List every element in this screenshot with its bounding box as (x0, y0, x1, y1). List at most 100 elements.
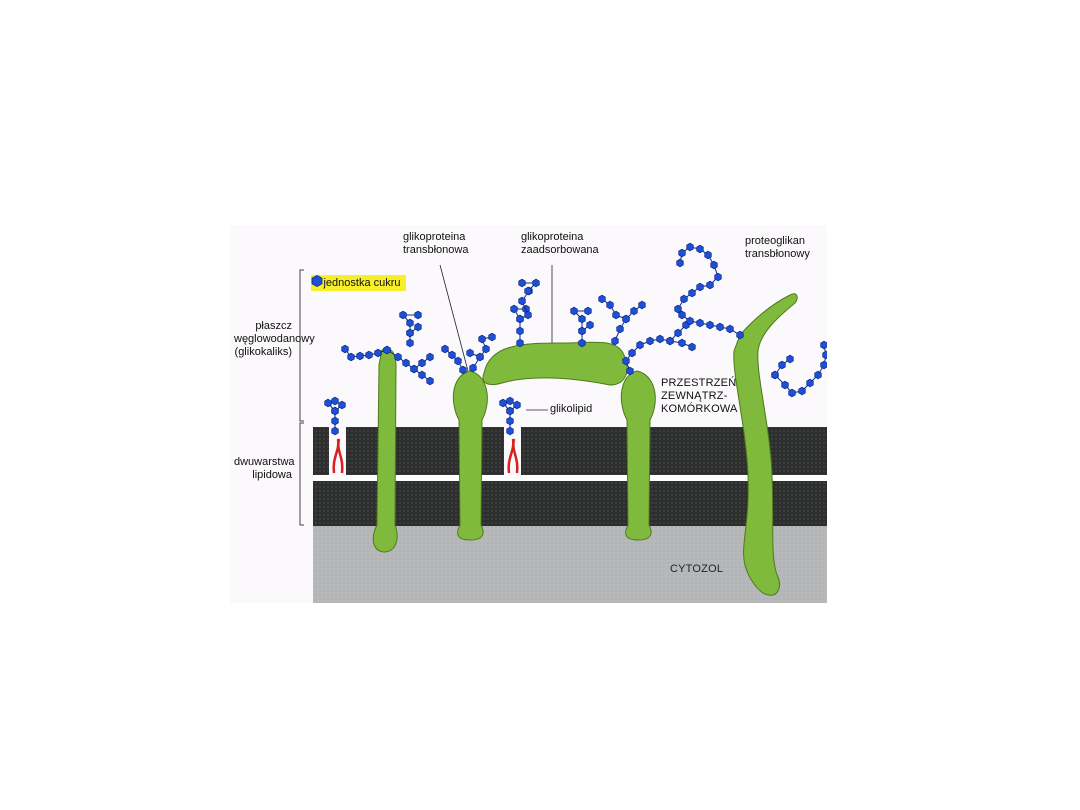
ads-glyco-line-1: glikoproteina (521, 231, 584, 243)
sugar-unit (406, 318, 414, 328)
glycocalyx-figure: = jednostka cukru płaszcz węglowodanowy … (230, 225, 827, 603)
sugar-unit (626, 366, 634, 376)
sugar-unit (636, 340, 644, 350)
sugar-unit (365, 350, 373, 360)
sugar-unit (726, 324, 734, 334)
sugar-unit (820, 360, 827, 370)
sugar-unit (454, 356, 462, 366)
sugar-unit (426, 352, 434, 362)
coat-bracket (299, 269, 304, 422)
sugar-unit (518, 296, 526, 306)
transmembrane-proteoglycan (733, 293, 798, 596)
sugar-unit (506, 396, 514, 406)
sugar-unit (338, 400, 346, 410)
sugar-unit (418, 358, 426, 368)
sugar-unit (331, 396, 339, 406)
sugar-unit (524, 286, 532, 296)
sugar-unit (666, 336, 674, 346)
coat-label-line-3: (glikokaliks) (234, 346, 292, 358)
sugar-unit (347, 352, 355, 362)
sugar-chains (324, 242, 827, 436)
extracellular-space-label: PRZESTRZEŃ ZEWNĄTRZ- KOMÓRKOWA (661, 377, 738, 416)
coat-label-line-1: płaszcz (255, 320, 292, 332)
cytosol-label: CYTOZOL (670, 563, 724, 575)
sugar-unit (710, 260, 718, 270)
sugar-unit (611, 336, 619, 346)
sugar-unit (781, 380, 789, 390)
sugar-unit (516, 338, 524, 348)
sugar-unit (402, 358, 410, 368)
sugar-unit (678, 310, 686, 320)
extracellular-line-2: ZEWNĄTRZ- (661, 390, 728, 402)
sugar-unit (356, 351, 364, 361)
sugar-unit (516, 326, 524, 336)
sugar-unit (410, 364, 418, 374)
sugar-unit (598, 294, 606, 304)
sugar-unit (630, 306, 638, 316)
tm-glyco-line-2: transbłonowa (403, 244, 469, 256)
bilayer-outer-leaflet (313, 427, 827, 475)
sugar-unit (383, 345, 391, 355)
sugar-unit (448, 350, 456, 360)
sugar-link (601, 298, 627, 320)
sugar-unit (532, 278, 540, 288)
sugar-unit (798, 386, 806, 396)
sugar-unit-icon (311, 275, 323, 287)
sugar-unit (656, 334, 664, 344)
sugar-unit (706, 320, 714, 330)
glycolipid-middle (504, 427, 521, 475)
bilayer-label-line-2: lipidowa (252, 469, 292, 481)
glycolipid-left (329, 427, 346, 475)
sugar-unit (324, 398, 332, 408)
cytosol-region (313, 525, 827, 603)
adsorbed-glycoprotein (482, 341, 628, 386)
sugar-unit (628, 348, 636, 358)
sugar-unit (406, 328, 414, 338)
sugar-unit (686, 242, 694, 252)
sugar-unit (771, 370, 779, 380)
sugar-unit (426, 376, 434, 386)
sugar-unit (788, 388, 796, 398)
sugar-unit (406, 338, 414, 348)
sugar-unit (706, 280, 714, 290)
sugar-unit (606, 300, 614, 310)
coat-label: płaszcz węglowodanowy (glikokaliks) (234, 320, 315, 359)
sugar-unit (506, 426, 514, 436)
sugar-unit (578, 326, 586, 336)
proteoglycan-label: proteoglikan transbłonowy (745, 235, 810, 261)
sugar-unit (478, 334, 486, 344)
sugar-unit (399, 310, 407, 320)
sugar-unit (678, 248, 686, 258)
sugar-unit (466, 348, 474, 358)
sugar-unit (678, 338, 686, 348)
legend-box: = jednostka cukru (311, 275, 406, 291)
sugar-unit (506, 406, 514, 416)
sugar-unit (688, 342, 696, 352)
sugar-unit (622, 314, 630, 324)
sugar-link (614, 304, 643, 342)
sugar-unit (674, 328, 682, 338)
transmembrane-glycoprotein-label: glikoproteina transbłonowa (403, 231, 468, 257)
sugar-unit (704, 250, 712, 260)
sugar-unit (469, 363, 477, 373)
sugar-unit (646, 336, 654, 346)
sugar-unit (736, 330, 744, 340)
sugar-unit (414, 310, 422, 320)
coat-label-line-2: węglowodanowy (234, 333, 315, 345)
sugar-unit (696, 318, 704, 328)
sugar-unit (716, 322, 724, 332)
membrane-diagram (299, 242, 827, 603)
sugar-unit (778, 360, 786, 370)
sugar-unit (814, 370, 822, 380)
sugar-unit (612, 310, 620, 320)
sugar-unit (578, 338, 586, 348)
sugar-unit (394, 352, 402, 362)
sugar-unit (674, 304, 682, 314)
sugar-unit (331, 426, 339, 436)
sugar-unit (506, 416, 514, 426)
sugar-link (513, 308, 526, 343)
bilayer-label-line-1: dwuwarstwa (234, 456, 295, 468)
extracellular-line-3: KOMÓRKOWA (661, 403, 738, 415)
sugar-unit (518, 278, 526, 288)
bilayer-midline (313, 475, 827, 481)
